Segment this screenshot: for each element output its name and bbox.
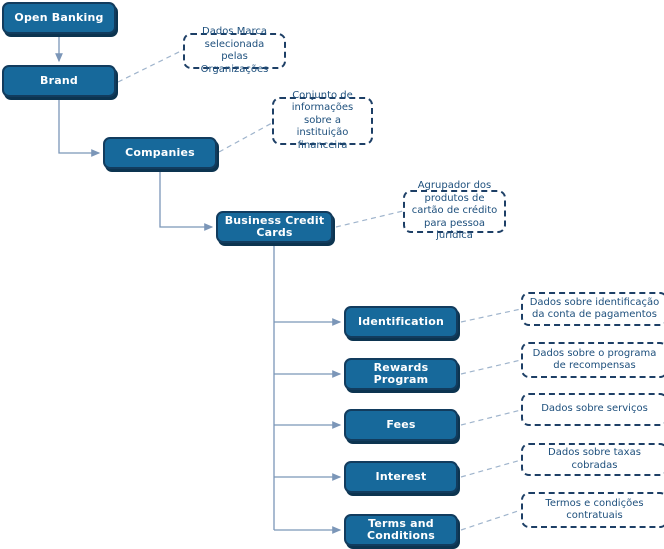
connector-brand-companies	[58, 99, 101, 157]
node-terms-and-conditions[interactable]: Terms and Conditions	[344, 514, 458, 546]
node-companies[interactable]: Companies	[103, 137, 217, 169]
leader-fees-note	[460, 409, 522, 426]
node-rewards-program[interactable]: Rewards Program	[344, 358, 458, 390]
note-fees: Dados sobre serviços	[521, 393, 664, 426]
leader-bcc-note	[335, 210, 404, 228]
node-fees[interactable]: Fees	[344, 409, 458, 441]
node-open-banking[interactable]: Open Banking	[2, 2, 116, 34]
leader-companies-note	[218, 122, 273, 153]
node-brand[interactable]: Brand	[2, 65, 116, 97]
node-identification[interactable]: Identification	[344, 306, 458, 338]
connector-companies-bcc	[159, 171, 214, 231]
leader-interest-note	[460, 459, 522, 478]
note-interest: Dados sobre taxas cobradas	[521, 443, 664, 476]
leader-terms-note	[460, 509, 522, 531]
note-companies: Conjunto de informações sobre a institui…	[272, 90, 373, 151]
leader-brand-note	[117, 49, 184, 83]
leader-rewards-note	[460, 359, 522, 375]
node-business-credit-cards[interactable]: Business Credit Cards	[216, 211, 333, 243]
note-terms-and-conditions: Termos e condições contratuais	[521, 492, 664, 528]
leader-identification-note	[460, 308, 522, 323]
note-rewards-program: Dados sobre o programa de recompensas	[521, 342, 664, 378]
note-business-credit-cards: Agrupador dos produtos de cartão de créd…	[403, 180, 506, 241]
note-brand: Dados Marca selecionada pelas Organizaçõ…	[183, 26, 286, 75]
node-interest[interactable]: Interest	[344, 461, 458, 493]
note-identification: Dados sobre identificação da conta de pa…	[521, 292, 664, 326]
